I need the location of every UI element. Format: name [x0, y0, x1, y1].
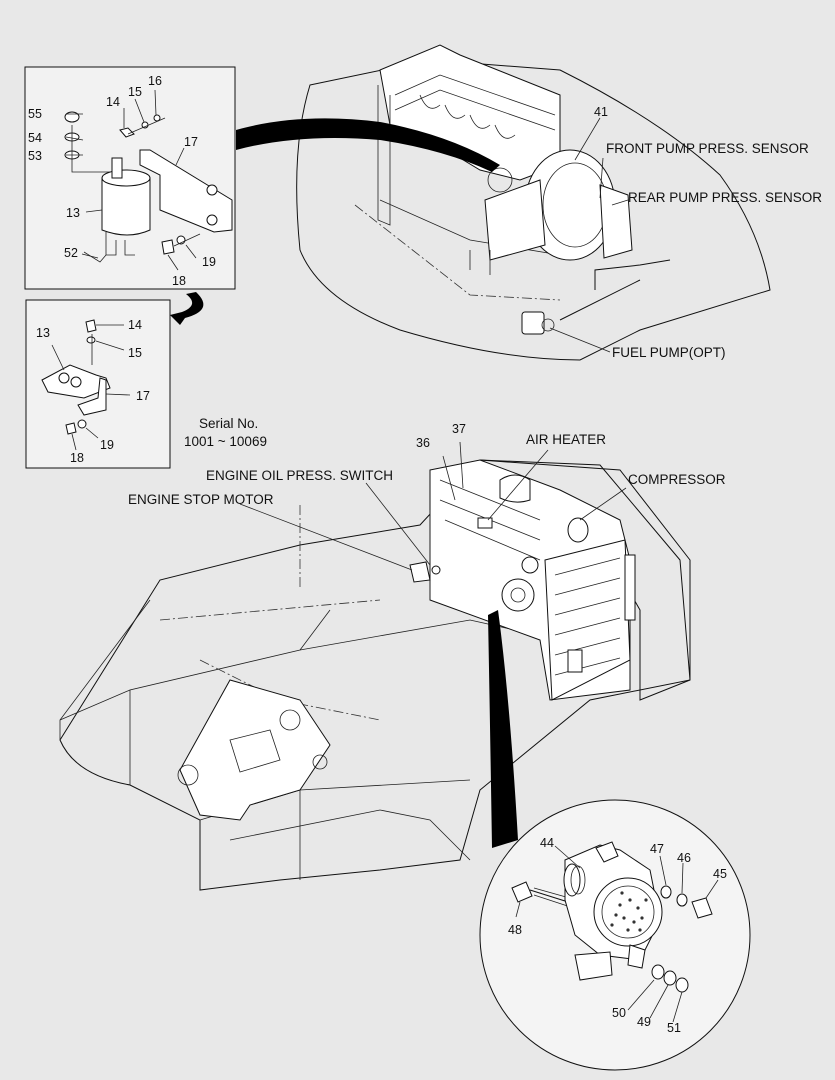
callout-37: 37	[452, 422, 466, 436]
callout-36: 36	[416, 436, 430, 450]
inset1-callout-18: 18	[172, 274, 186, 288]
alt-callout-51: 51	[667, 1021, 681, 1035]
inset2-callout-19: 19	[100, 438, 114, 452]
inset1-callout-19: 19	[202, 255, 216, 269]
inset1-callout-14: 14	[106, 95, 120, 109]
inset2-callout-18: 18	[70, 451, 84, 465]
inset-motor-assembly	[24, 66, 236, 290]
serial-number-range: 1001 ~ 10069	[184, 434, 267, 449]
inset-motor-assembly-alt	[25, 299, 171, 469]
label-engine-stop-motor: ENGINE STOP MOTOR	[128, 492, 274, 507]
inset2-callout-15: 15	[128, 346, 142, 360]
inset1-callout-52: 52	[64, 246, 78, 260]
alt-callout-49: 49	[637, 1015, 651, 1029]
inset2-callout-17: 17	[136, 389, 150, 403]
inset2-callout-13: 13	[36, 326, 50, 340]
alt-callout-46: 46	[677, 851, 691, 865]
alternator-detail	[479, 799, 751, 1071]
label-engine-oil-press-switch: ENGINE OIL PRESS. SWITCH	[206, 468, 393, 483]
alt-callout-44: 44	[540, 836, 554, 850]
inset1-callout-15: 15	[128, 85, 142, 99]
inset1-callout-55: 55	[28, 107, 42, 121]
alt-callout-50: 50	[612, 1006, 626, 1020]
inset1-callout-13: 13	[66, 206, 80, 220]
label-fuel-pump: FUEL PUMP(OPT)	[612, 345, 726, 360]
label-compressor: COMPRESSOR	[628, 472, 726, 487]
serial-number-title: Serial No.	[199, 416, 258, 431]
callout-41: 41	[594, 105, 608, 119]
inset1-callout-17: 17	[184, 135, 198, 149]
inset1-callout-53: 53	[28, 149, 42, 163]
alt-callout-47: 47	[650, 842, 664, 856]
upper-frame-assembly	[59, 441, 691, 891]
label-front-pump-press-sensor: FRONT PUMP PRESS. SENSOR	[606, 141, 809, 156]
inset1-callout-54: 54	[28, 131, 42, 145]
alt-callout-48: 48	[508, 923, 522, 937]
inset1-callout-16: 16	[148, 74, 162, 88]
inset2-callout-14: 14	[128, 318, 142, 332]
label-rear-pump-press-sensor: REAR PUMP PRESS. SENSOR	[628, 190, 822, 205]
alt-callout-45: 45	[713, 867, 727, 881]
label-air-heater: AIR HEATER	[526, 432, 606, 447]
top-engine-assembly	[236, 44, 771, 361]
